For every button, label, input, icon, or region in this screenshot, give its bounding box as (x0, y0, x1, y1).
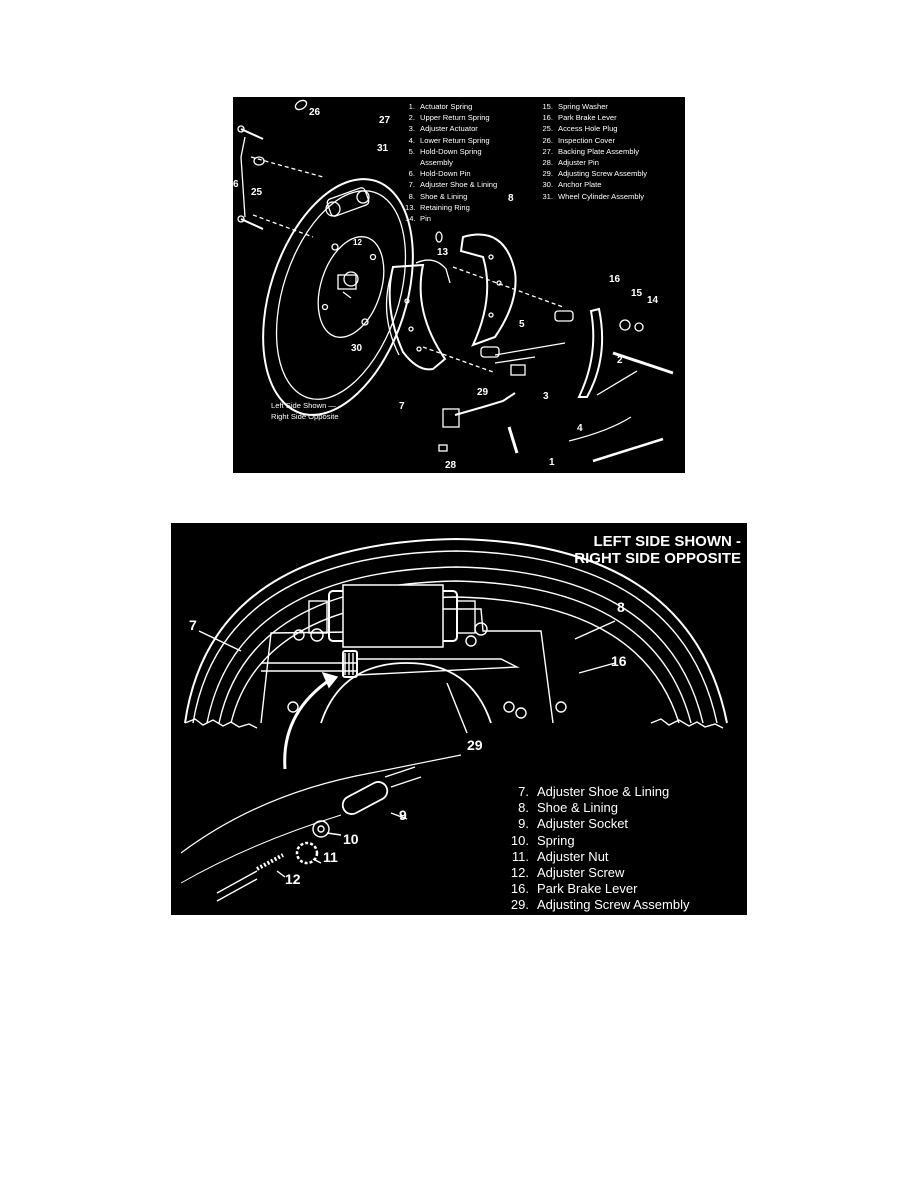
callout-29: 29 (477, 387, 489, 398)
legend-item: 14.Pin (405, 214, 431, 224)
callout-27: 27 (379, 115, 391, 126)
parts-legend: 7.Adjuster Shoe & Lining 8.Shoe & Lining… (505, 784, 690, 914)
callout-15: 15 (631, 288, 643, 299)
legend-item: 3.Adjuster Actuator (408, 124, 478, 134)
legend-item: 16.Park Brake Lever (542, 113, 617, 123)
legend-item: 28.Adjuster Pin (542, 158, 599, 168)
legend-item: 29.Adjusting Screw Assembly (510, 897, 690, 913)
legend-item: 5.Hold-Down Spring (408, 146, 482, 156)
callout-14: 14 (647, 295, 659, 306)
callout-16: 16 (611, 653, 627, 669)
callout-6: 6 (233, 179, 239, 190)
callout-13: 13 (437, 247, 449, 258)
callout-11: 11 (323, 849, 338, 865)
legend-item: 15.Spring Washer (542, 102, 608, 111)
legend-item: 25.Access Hole Plug (542, 124, 618, 134)
legend-item: 7.Adjuster Shoe & Lining (408, 180, 498, 190)
callout-16: 16 (609, 274, 621, 285)
figure-title-line2: RIGHT SIDE OPPOSITE (574, 550, 741, 567)
callout-3: 3 (543, 391, 549, 402)
callout-28: 28 (445, 460, 457, 471)
callout-31: 31 (377, 143, 389, 154)
callout-2: 2 (617, 355, 623, 366)
callout-4: 4 (577, 423, 583, 434)
legend-item: 13.Retaining Ring (405, 202, 470, 212)
side-note-line2: Right Side Opposite (271, 412, 339, 421)
side-note: Left Side Shown — Right Side Opposite (271, 400, 339, 422)
parts-legend-right: 15.Spring Washer 16.Park Brake Lever 25.… (541, 101, 647, 202)
legend-item: 9.Adjuster Socket (518, 816, 629, 832)
legend-item: 10.Spring (510, 832, 575, 848)
legend-item: 16.Park Brake Lever (510, 881, 638, 897)
callout-5: 5 (519, 319, 525, 330)
callout-12: 12 (353, 238, 362, 247)
legend-item: 30.Anchor Plate (542, 180, 602, 190)
legend-item: 11.Adjuster Nut (511, 848, 609, 864)
figure-title: LEFT SIDE SHOWN - RIGHT SIDE OPPOSITE (531, 533, 741, 567)
exploded-brake-figure: 1.Actuator Spring 2.Upper Return Spring … (233, 97, 685, 473)
callout-26: 26 (309, 107, 321, 118)
legend-item: 7.Adjuster Shoe & Lining (518, 784, 670, 799)
legend-item: 6.Hold-Down Pin (408, 169, 471, 179)
callout-8: 8 (508, 193, 514, 204)
callout-25: 25 (251, 187, 263, 198)
callout-7: 7 (399, 401, 405, 412)
legend-item: Assembly (420, 158, 453, 168)
callout-29: 29 (467, 737, 483, 753)
legend-item: 12.Adjuster Screw (510, 865, 625, 881)
legend-item: 8.Shoe & Lining (408, 191, 468, 201)
legend-item: 26.Inspection Cover (542, 135, 615, 145)
callout-30: 30 (351, 343, 363, 354)
exploded-brake-drawing (237, 99, 674, 463)
legend-item: 4.Lower Return Spring (408, 135, 490, 145)
figure-title-line1: LEFT SIDE SHOWN - (593, 533, 742, 550)
legend-item: 27.Backing Plate Assembly (542, 146, 640, 156)
callout-10: 10 (343, 831, 359, 847)
callout-7: 7 (189, 617, 197, 633)
adjuster-detail-figure: LEFT SIDE SHOWN - RIGHT SIDE OPPOSITE 7 … (171, 523, 747, 915)
callout-12: 12 (285, 871, 301, 887)
legend-item: 8.Shoe & Lining (518, 800, 618, 816)
legend-item: 31.Wheel Cylinder Assembly (542, 191, 645, 201)
legend-item: 1.Actuator Spring (408, 102, 473, 111)
side-note-line1: Left Side Shown — (271, 401, 337, 410)
callout-9: 9 (399, 807, 407, 823)
adjuster-detail-drawing (180, 537, 728, 902)
callout-8: 8 (617, 599, 625, 615)
legend-item: 2.Upper Return Spring (408, 113, 490, 123)
legend-item: 29.Adjusting Screw Assembly (542, 169, 648, 179)
callout-1: 1 (549, 457, 555, 468)
parts-legend-left: 1.Actuator Spring 2.Upper Return Spring … (405, 101, 497, 224)
